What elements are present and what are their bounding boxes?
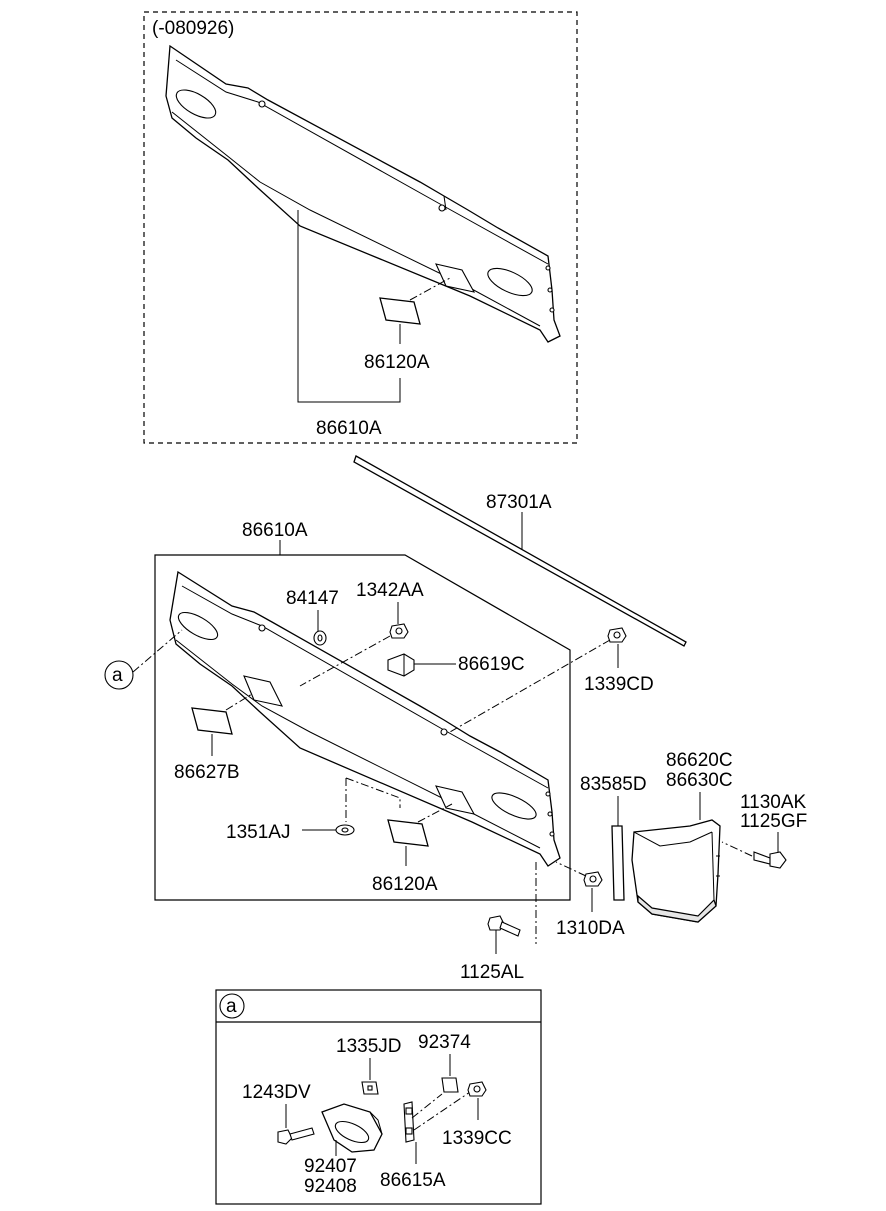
bolt-1130AK-label: 1130AK xyxy=(740,792,807,813)
upper-pad-86120A[interactable] xyxy=(379,297,421,325)
upper-panel-leader xyxy=(297,210,401,403)
washer-84147[interactable] xyxy=(313,630,327,646)
nut-1339CD-dash xyxy=(449,639,611,733)
lower-pad-dash xyxy=(417,803,453,823)
end-cap-86620C[interactable] xyxy=(631,819,721,923)
grommet-1351AJ[interactable] xyxy=(335,824,355,836)
bolt-1130AK-dash xyxy=(721,841,753,857)
bolt-1130AK[interactable] xyxy=(753,851,787,869)
nut-1339CD-label: 1339CD xyxy=(584,674,654,695)
lamp-92407[interactable] xyxy=(321,1103,383,1153)
detail-a-box: a 1335JD 92374 1243DV 92407 92408 xyxy=(215,989,542,1205)
screw-1243DV[interactable] xyxy=(277,1127,315,1145)
clip-92374-label: 92374 xyxy=(418,1032,471,1053)
screw-1243DV-label: 1243DV xyxy=(242,1082,311,1103)
nut-1339CD[interactable] xyxy=(607,627,627,643)
pad-86627B[interactable] xyxy=(191,707,233,735)
lower-panel-frame xyxy=(154,554,571,901)
grommet-dash xyxy=(345,777,401,808)
end-cap-label-a: 86620C xyxy=(666,750,733,771)
moulding-87301A[interactable] xyxy=(353,455,687,647)
lower-pad-label: 86120A xyxy=(372,874,438,895)
pad-83585D-label: 83585D xyxy=(580,774,647,795)
pad-86627B-dash xyxy=(225,693,253,711)
upper-panel-label: 86610A xyxy=(316,418,382,439)
bracket-86619C-label: 86619C xyxy=(458,654,525,675)
pad-83585D[interactable] xyxy=(611,825,625,901)
lower-panel-label: 86610A xyxy=(242,520,308,541)
variant-group: (-080926) 86120A 86610A xyxy=(143,11,578,444)
upper-pad-dash-leader xyxy=(409,277,451,301)
lower-rear-panel[interactable] xyxy=(169,570,561,867)
nut-1310DA[interactable] xyxy=(583,871,603,887)
callout-a-dash xyxy=(132,629,183,673)
bracket-86615A[interactable] xyxy=(403,1101,415,1143)
nut-1310DA-label: 1310DA xyxy=(556,918,625,939)
nut-1342AA[interactable] xyxy=(389,623,409,639)
upper-pad-label: 86120A xyxy=(364,352,430,373)
bracket-86619C[interactable] xyxy=(387,653,415,677)
bracket-dash-2 xyxy=(413,1091,471,1131)
nut-1310DA-dash xyxy=(555,861,587,877)
nut-1339CC[interactable] xyxy=(467,1081,487,1097)
grommet-1351AJ-label: 1351AJ xyxy=(226,822,290,843)
callout-a[interactable]: a xyxy=(104,660,134,690)
variant-dashed-box xyxy=(143,11,578,444)
lower-pad-86120A[interactable] xyxy=(387,819,429,847)
bolt-1125GF-label: 1125GF xyxy=(740,811,807,832)
callout-a-label: a xyxy=(112,665,123,686)
lamp-label-b: 92408 xyxy=(304,1176,357,1197)
nut-1339CC-label: 1339CC xyxy=(442,1128,512,1149)
pad-86627B-label: 86627B xyxy=(174,762,240,783)
upper-rear-panel[interactable] xyxy=(165,44,561,343)
washer-84147-label: 84147 xyxy=(286,588,339,609)
nut-1342AA-label: 1342AA xyxy=(356,580,424,601)
clip-1335JD[interactable] xyxy=(361,1081,379,1095)
detail-a-title: a xyxy=(226,996,237,1017)
bolt-1125AL[interactable] xyxy=(487,915,521,937)
bracket-86615A-label: 86615A xyxy=(380,1170,446,1191)
clip-1335JD-label: 1335JD xyxy=(336,1036,402,1057)
variant-note: (-080926) xyxy=(152,18,234,39)
bracket-dash xyxy=(411,1093,443,1119)
clip-92374[interactable] xyxy=(441,1077,459,1093)
lamp-label-a: 92407 xyxy=(304,1156,357,1177)
bolt-1125AL-label: 1125AL xyxy=(460,962,524,983)
moulding-label: 87301A xyxy=(486,492,552,513)
nut-1342AA-dash xyxy=(299,635,391,687)
end-cap-label-b: 86630C xyxy=(666,770,733,791)
